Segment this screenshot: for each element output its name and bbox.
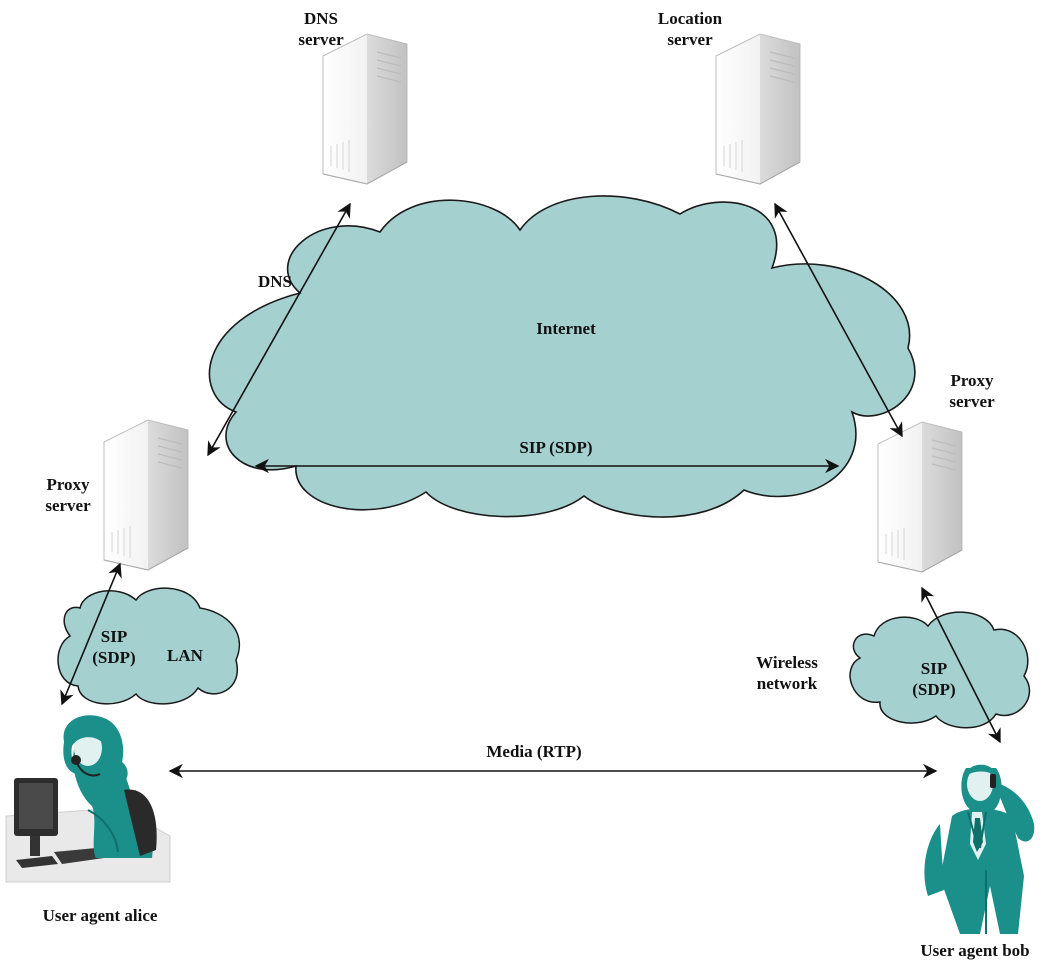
proxy-server-right-label: Proxy server bbox=[932, 370, 1012, 412]
sip-wireless-label-line1: SIP bbox=[920, 659, 948, 678]
location-link-arrow bbox=[774, 202, 903, 438]
wireless-network-label-line2: network bbox=[756, 674, 818, 693]
location-server-icon bbox=[715, 33, 801, 185]
proxy-server-right-label-line2: server bbox=[949, 392, 995, 411]
sip-lan-label-line1: SIP bbox=[100, 627, 128, 646]
user-agent-alice-label: User agent alice bbox=[42, 906, 158, 925]
dns-link-arrow bbox=[207, 202, 351, 457]
proxy-server-right-label-line1: Proxy bbox=[950, 371, 994, 390]
proxy-server-left-icon bbox=[103, 419, 189, 571]
media-rtp-label: Media (RTP) bbox=[486, 742, 582, 761]
proxy-server-left-label-line1: Proxy bbox=[46, 475, 90, 494]
internet-label: Internet bbox=[536, 319, 596, 338]
dns-server-label-line2: server bbox=[298, 30, 344, 49]
sip-lan-label: SIP (SDP) bbox=[84, 626, 144, 668]
wireless-network-label: Wireless network bbox=[742, 652, 832, 694]
sip-wireless-arrow bbox=[921, 586, 1001, 744]
internet-cloud-icon bbox=[208, 195, 916, 518]
proxy-server-left-label: Proxy server bbox=[28, 474, 108, 516]
sip-lan-arrow bbox=[60, 562, 122, 706]
user-agent-bob-icon bbox=[924, 764, 1035, 934]
proxy-server-right-icon bbox=[877, 421, 963, 573]
sip-internet-label: SIP (SDP) bbox=[519, 438, 593, 457]
proxy-server-left-label-line2: server bbox=[45, 496, 91, 515]
user-agent-bob-label: User agent bob bbox=[920, 941, 1030, 960]
lan-label: LAN bbox=[167, 646, 203, 665]
dns-server-icon bbox=[322, 33, 408, 185]
location-server-label-line2: server bbox=[667, 30, 713, 49]
dns-server-label-line1: DNS bbox=[303, 9, 338, 28]
user-agent-alice-icon bbox=[5, 715, 171, 883]
wireless-network-label-line1: Wireless bbox=[756, 653, 818, 672]
sip-wireless-label-line2: (SDP) bbox=[912, 680, 956, 699]
sip-lan-label-line2: (SDP) bbox=[92, 648, 136, 667]
location-server-label-line1: Location bbox=[657, 9, 723, 28]
dns-link-label: DNS bbox=[257, 272, 292, 291]
dns-server-label: DNS server bbox=[286, 8, 356, 50]
location-server-label: Location server bbox=[640, 8, 740, 50]
sip-wireless-label: SIP (SDP) bbox=[904, 658, 964, 700]
